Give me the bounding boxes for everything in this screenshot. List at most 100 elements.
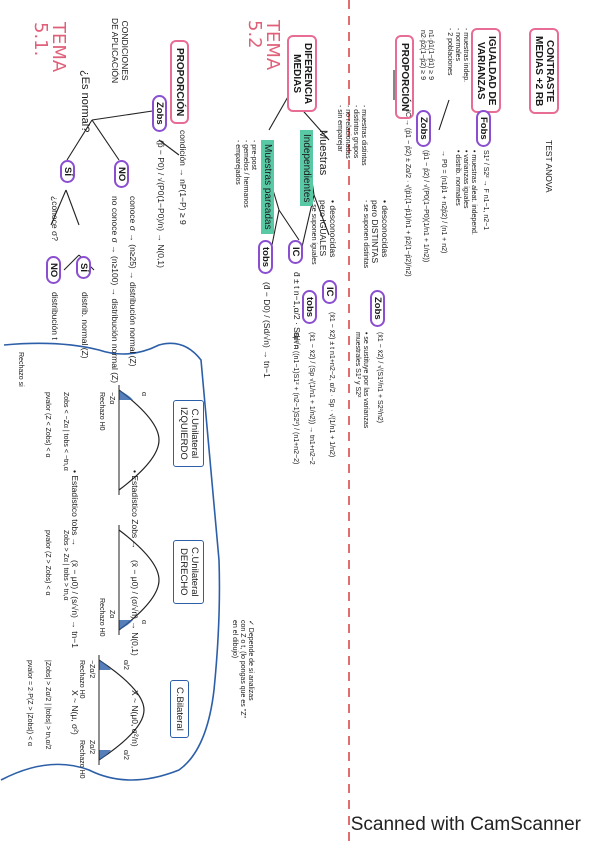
conditions-heading-line2: DE APLICACIÓN: [110, 18, 121, 84]
bilateral-box: C.Bilateral: [169, 680, 189, 738]
bilateral-reject-left: Rechazo H0: [78, 660, 85, 699]
left-tail-box: C.Unilateral IZQUIERDO: [173, 400, 204, 467]
statistic-zobs-label: • Estadístico Zobs →: [130, 470, 140, 550]
igualdad-notes: - muestras indep. - normales - 2 poblaci…: [445, 28, 469, 82]
si-no-oval: NO: [46, 256, 61, 285]
contraste-box: CONTRASTE MEDIAS +2 RB: [529, 28, 559, 115]
tema-5-2-line1: TEMA: [262, 20, 283, 71]
conditions-heading-line1: CONDICIONES: [120, 20, 130, 81]
si-yes-oval: SÍ: [76, 256, 91, 279]
sp-formula: Sp² = ((n1−1)S1² + (n2−1)S2²) / (n1+n2−2…: [292, 332, 299, 465]
si-knows-sigma-question: ¿conoce σ?: [50, 196, 60, 241]
si-oval: SÍ: [60, 160, 75, 183]
pareadas-note: - emparejados: [233, 140, 241, 185]
statistic-tobs-label: • Estadístico tobs →: [70, 470, 80, 547]
igualdad-varianzas-line2: VARIANZAS: [475, 41, 486, 100]
desconocidas-distintas-line2: pero DISTINTAS: [370, 200, 381, 264]
contraste-line2: MEDIAS +2 RB: [533, 36, 544, 107]
desconocidas-iguales: • desconocidas pero IGUALES - se suponen…: [309, 200, 338, 265]
prop-zobs-formula: (p̂ − P0) / √(P0(1−P0)/n) → N(0,1): [156, 140, 166, 268]
independientes-highlight: Independientes: [300, 130, 313, 207]
prop-zobs-oval: Zobs: [152, 95, 167, 132]
statistic-x-dist: X ~ N(μ0, σ²/n): [130, 690, 140, 747]
left-tail-title1: C.Unilateral: [189, 408, 200, 459]
right-tail-title2: DERECHO: [177, 548, 189, 596]
distintas-note-line: • se sustituye por las varianzas: [362, 332, 369, 429]
muestras-label: Muestras: [317, 130, 329, 176]
fobs-oval: Fobs: [476, 110, 491, 147]
fobs-note: • muestras aleat. independ.: [470, 150, 477, 235]
statistic-tobs-formula: (x̄ − μ0) / (s/√n) → tn−1: [70, 560, 80, 648]
right-tail-curve: [118, 525, 160, 635]
right-tail-zcrit: Zα: [108, 610, 115, 619]
desconocidas-distintas-note: - se suponen distintas: [362, 200, 370, 269]
bilateral-curve: [98, 655, 145, 765]
no-branch-unknown-sigma: no conoce σ → (n≥100) → distribución nor…: [110, 196, 120, 384]
bilateral-zcrit-left: −Zα/2: [88, 660, 95, 679]
statistic-zobs-formula: (x̄ − μ0) / (σ/√n) → N(0,1): [130, 560, 140, 656]
pareadas-note: - pre-post: [250, 140, 257, 170]
left-tail-alpha: α: [140, 392, 147, 397]
no-oval: NO: [114, 160, 129, 189]
right-tail-alpha: α: [140, 620, 147, 625]
proporcion-5-1-box: PROPORCIÓN: [170, 40, 189, 125]
desconocidas-iguales-line1: • desconocidas: [328, 200, 338, 258]
conditions-heading: CONDICIONES DE APLICACIÓN: [109, 18, 130, 84]
indep-note: - no relacionadas: [343, 105, 351, 159]
right-tail-title1: C.Unilateral: [189, 547, 200, 597]
camscanner-footer: Scanned with CamScanner: [350, 814, 581, 835]
igualdad-varianzas-line1: IGUALDAD DE: [486, 36, 497, 106]
indep-note: - muestras distintas: [360, 105, 367, 166]
right-tail-box: C.Unilateral DERECHO: [173, 540, 204, 604]
fobs-formula: S1² / S2² → F n1−1, n2−1: [482, 150, 489, 231]
right-tail-reject: Rechazo H0: [98, 598, 105, 637]
desconocidas-iguales-line2: pero IGUALES: [318, 200, 329, 257]
bilateral-reject-right: Rechazo H0: [78, 740, 85, 779]
contraste-line1: CONTRASTE: [544, 40, 555, 103]
indep-ic-formula: (x̄1 − x̄2) ± t n1+n2−2, α/2 · Sp · √(1/…: [328, 312, 335, 458]
indep-ic-oval: IC: [322, 280, 337, 304]
pareadas-notes: - pre-post - gemelos / hermanos - empare…: [233, 140, 257, 208]
desconocidas-distintas: • desconocidas pero DISTINTAS - se supon…: [361, 200, 390, 269]
prop2-conditions: n1·p̂1(1−p̂1) ≥ 9 n2·p̂2(1−p̂2) ≥ 9: [418, 30, 434, 80]
bilateral-zcrit-right: Zα/2: [88, 740, 95, 755]
bilateral-alpha-right: α/2: [122, 750, 129, 760]
right-tail-rule1: Zobs > Zα | tobs > tn,α: [62, 530, 69, 601]
indep-notes: - muestras distintas - distintos grupos …: [335, 105, 367, 166]
bilateral-alpha-left: α/2: [122, 660, 129, 670]
si-no-distribution: distribución t: [50, 292, 60, 340]
left-tail-title2: IZQUIERDO: [177, 407, 189, 460]
indep-tobs-oval: tobs: [302, 290, 317, 325]
critical-region-frame: [0, 342, 221, 781]
si-yes-distribution: distrib. normal (Z): [80, 292, 90, 359]
rechazo-label: Rechazo si: [17, 352, 24, 387]
desconocidas-iguales-note: - se suponen iguales: [310, 200, 318, 265]
prop2-condition: n2·p̂2(1−p̂2) ≥ 9: [418, 30, 426, 80]
tema-5-1-line1: TEMA: [48, 22, 69, 73]
distintas-zobs-oval: Zobs: [370, 290, 385, 327]
diferencia-medias-line1: DIFERENCIA: [302, 43, 313, 105]
bilateral-rule1: |Zobs| > Zα/2 | |tobs| > tn,α/2: [44, 660, 51, 750]
tema-5-1-title: TEMA 5.1.: [30, 22, 69, 73]
fobs-note: • distrib. normales: [453, 150, 461, 206]
prop2-condition: n1·p̂1(1−p̂1) ≥ 9: [427, 30, 434, 80]
left-tail-rule1: Zobs < −Zα | tobs < −tn,α: [62, 392, 69, 471]
left-tail-curve: [118, 385, 160, 495]
prop2-zobs-oval: Zobs: [416, 110, 431, 147]
depends-note-line: ✓ Depende de si analizas: [247, 620, 254, 701]
tema-5-2-title: TEMA 5.2: [244, 20, 283, 71]
left-tail-zcrit: −Zα: [108, 392, 115, 405]
paired-ic-oval: IC: [288, 240, 303, 264]
depends-note-line: con Z o t, (lo pongas que es "Z": [238, 620, 246, 718]
is-normal-question: ¿Es normal?: [79, 70, 91, 133]
distintas-note: • se sustituye por las varianzas muestra…: [353, 332, 369, 428]
distintas-note-line: muestrales S1² y S2²: [353, 332, 361, 398]
test-anova: TEST ANOVA: [544, 140, 554, 193]
indep-note: - sin emparejar: [335, 105, 343, 152]
diferencia-medias-box: DIFERENCIA MEDIAS: [287, 35, 317, 113]
igualdad-varianzas-box: IGUALDAD DE VARIANZAS: [471, 28, 501, 114]
distintas-zobs-formula: (x̄1 − x̄2) / √(S1²/n1 + S2²/n2): [376, 332, 383, 423]
